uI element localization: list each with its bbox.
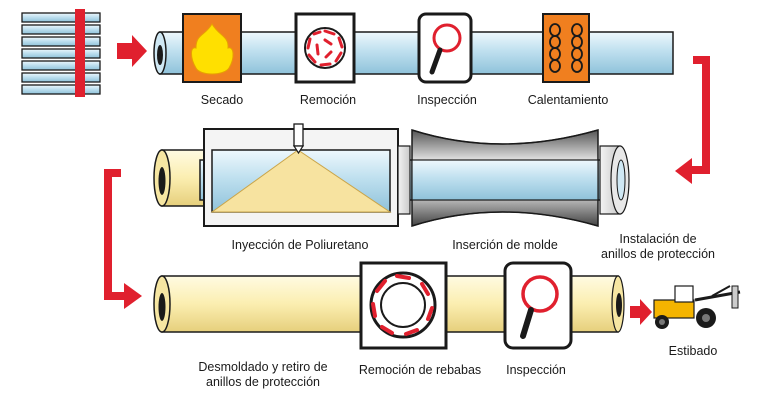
label-inspeccion-1: Inspección <box>417 93 477 107</box>
arrow-down-right-icon <box>675 56 710 184</box>
heating-coil-icon <box>549 23 583 73</box>
label-insercion: Inserción de molde <box>452 238 558 252</box>
injection-station <box>203 123 399 227</box>
inspection-station-2 <box>503 261 573 350</box>
label-desmoldado: Desmoldado y retiro de anillos de protec… <box>188 360 338 390</box>
label-instalacion-line-2: anillos de protección <box>601 247 715 261</box>
label-rebabas: Remoción de rebabas <box>358 363 482 377</box>
drying-station <box>182 13 242 83</box>
flame-icon <box>191 23 234 75</box>
protection-ring-right <box>599 145 630 215</box>
label-desmoldado-line-2: anillos de protección <box>206 375 320 389</box>
arrow-right-icon <box>117 35 147 67</box>
label-secado: Secado <box>200 93 244 107</box>
label-inyeccion: Inyección de Poliuretano <box>231 238 369 252</box>
arrow-right-icon <box>630 299 652 325</box>
label-instalacion-line-1: Instalación de <box>619 232 697 246</box>
deburring-station <box>359 261 448 350</box>
label-instalacion: Instalación de anillos de protección <box>588 232 728 262</box>
magnifier-icon <box>520 275 559 339</box>
label-remocion: Remoción <box>299 93 357 107</box>
label-inspeccion-2: Inspección <box>506 363 566 377</box>
removal-station <box>294 12 356 84</box>
heating-station <box>542 13 590 83</box>
label-desmoldado-line-1: Desmoldado y retiro de <box>198 360 328 374</box>
label-estibado: Estibado <box>668 344 718 358</box>
arrow-down-left-icon <box>104 169 142 309</box>
protection-ring-left <box>397 145 411 215</box>
deburring-brush-icon <box>371 274 434 336</box>
mold <box>411 128 599 228</box>
magnifier-icon <box>429 23 462 75</box>
inspection-station-1 <box>417 12 473 84</box>
rotary-brush-icon <box>306 29 344 67</box>
label-calentamiento: Calentamiento <box>527 93 609 107</box>
pipe-stack-icon <box>21 9 101 97</box>
forklift-icon <box>653 285 741 329</box>
